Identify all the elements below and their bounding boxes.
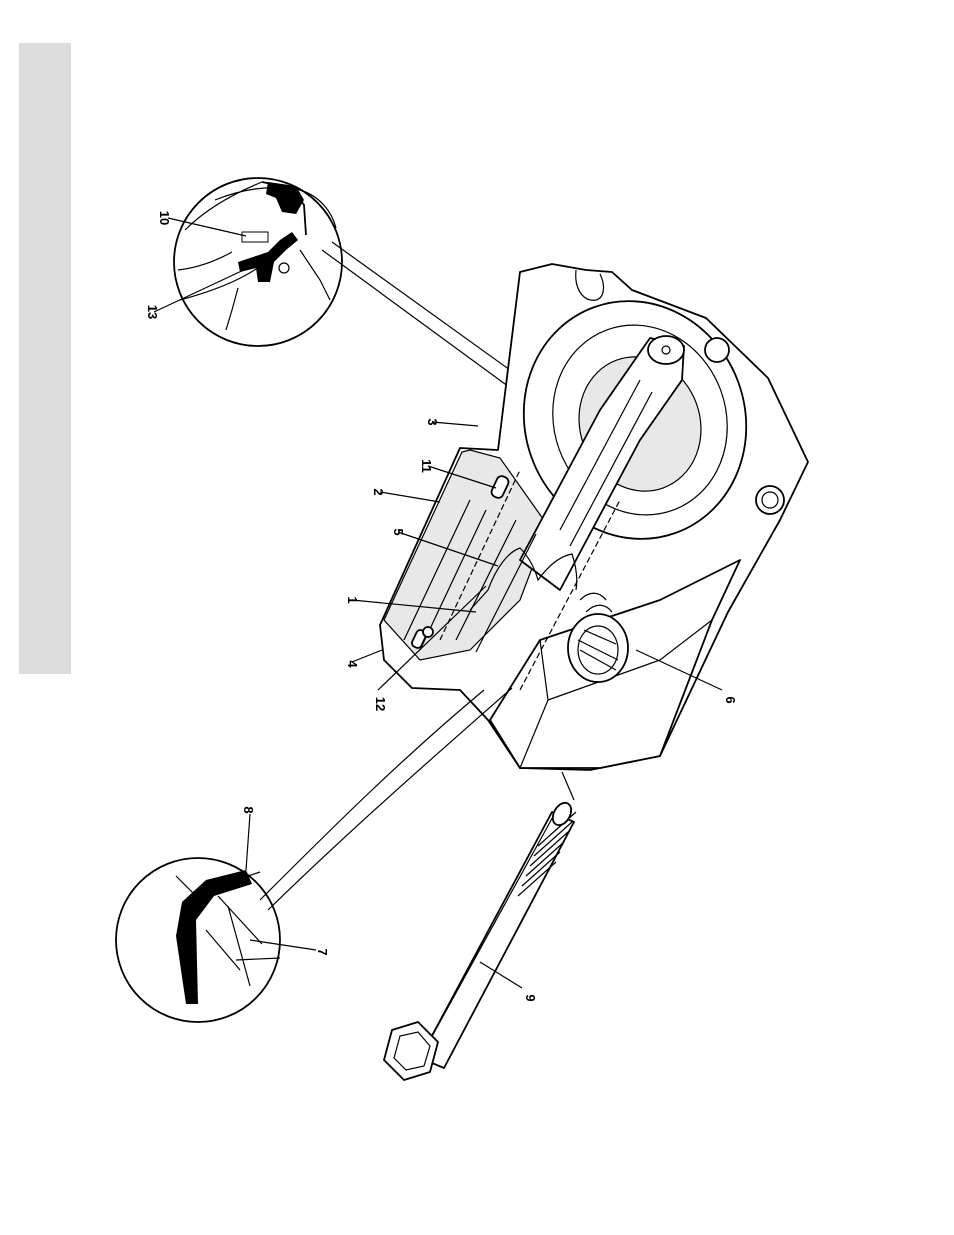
callout-4: 4: [345, 660, 360, 668]
callout-9: 9: [523, 994, 538, 1001]
callout-6: 6: [723, 696, 738, 703]
callout-3: 3: [425, 418, 440, 425]
callout-5: 5: [391, 528, 406, 535]
lower-detail-leader-a: [260, 690, 484, 900]
callout-10: 10: [157, 211, 172, 225]
tie-rod-axis-mark: [562, 772, 574, 800]
callout-7: 7: [315, 948, 330, 955]
lower-detail-leader-b: [268, 688, 512, 910]
tie-rod: [384, 800, 576, 1080]
callout-8: 8: [241, 806, 256, 813]
lower-detail-circle: [116, 858, 280, 1022]
callout-2: 2: [371, 488, 386, 495]
callout-1: 1: [345, 596, 360, 603]
callout-13: 13: [145, 305, 160, 319]
callout-11: 11: [419, 459, 434, 473]
upper-detail-circle: [174, 178, 342, 346]
callout-12: 12: [373, 697, 388, 711]
